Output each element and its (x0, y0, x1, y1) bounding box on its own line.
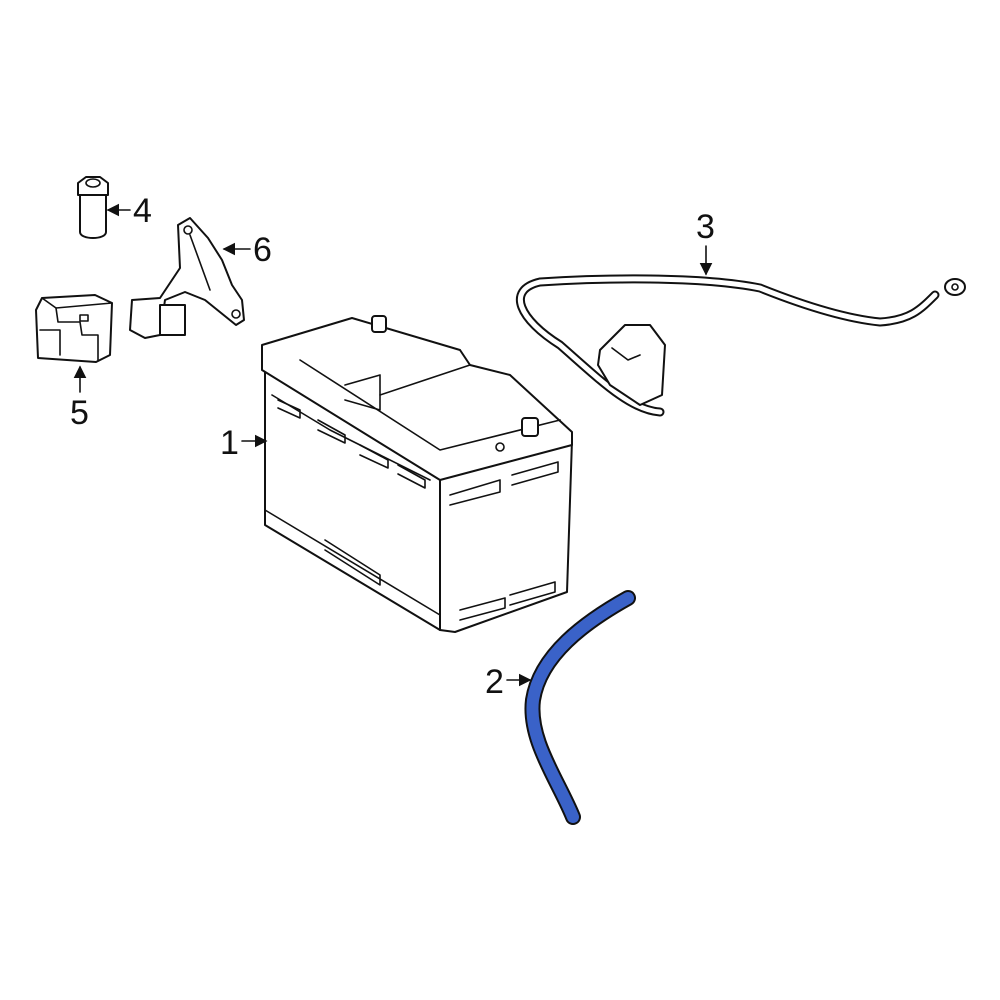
callout-number-2: 2 (485, 663, 504, 701)
battery-cable[interactable] (515, 274, 966, 417)
callout-5: 5 (70, 365, 89, 432)
callout-4: 4 (106, 192, 152, 230)
callout-number-5: 5 (70, 394, 89, 432)
callout-1: 1 (220, 424, 268, 462)
callout-number-6: 6 (253, 231, 272, 269)
battery[interactable] (261, 315, 573, 633)
callout-number-4: 4 (133, 192, 152, 230)
spacer[interactable] (77, 176, 109, 239)
callout-6: 6 (222, 231, 272, 269)
callout-number-3: 3 (696, 208, 715, 246)
relay-bracket[interactable] (35, 294, 113, 363)
vent-hose[interactable] (524, 590, 636, 825)
callout-3: 3 (696, 208, 715, 276)
callout-2: 2 (485, 663, 532, 701)
bracket[interactable] (129, 217, 245, 339)
callout-number-1: 1 (220, 424, 239, 462)
